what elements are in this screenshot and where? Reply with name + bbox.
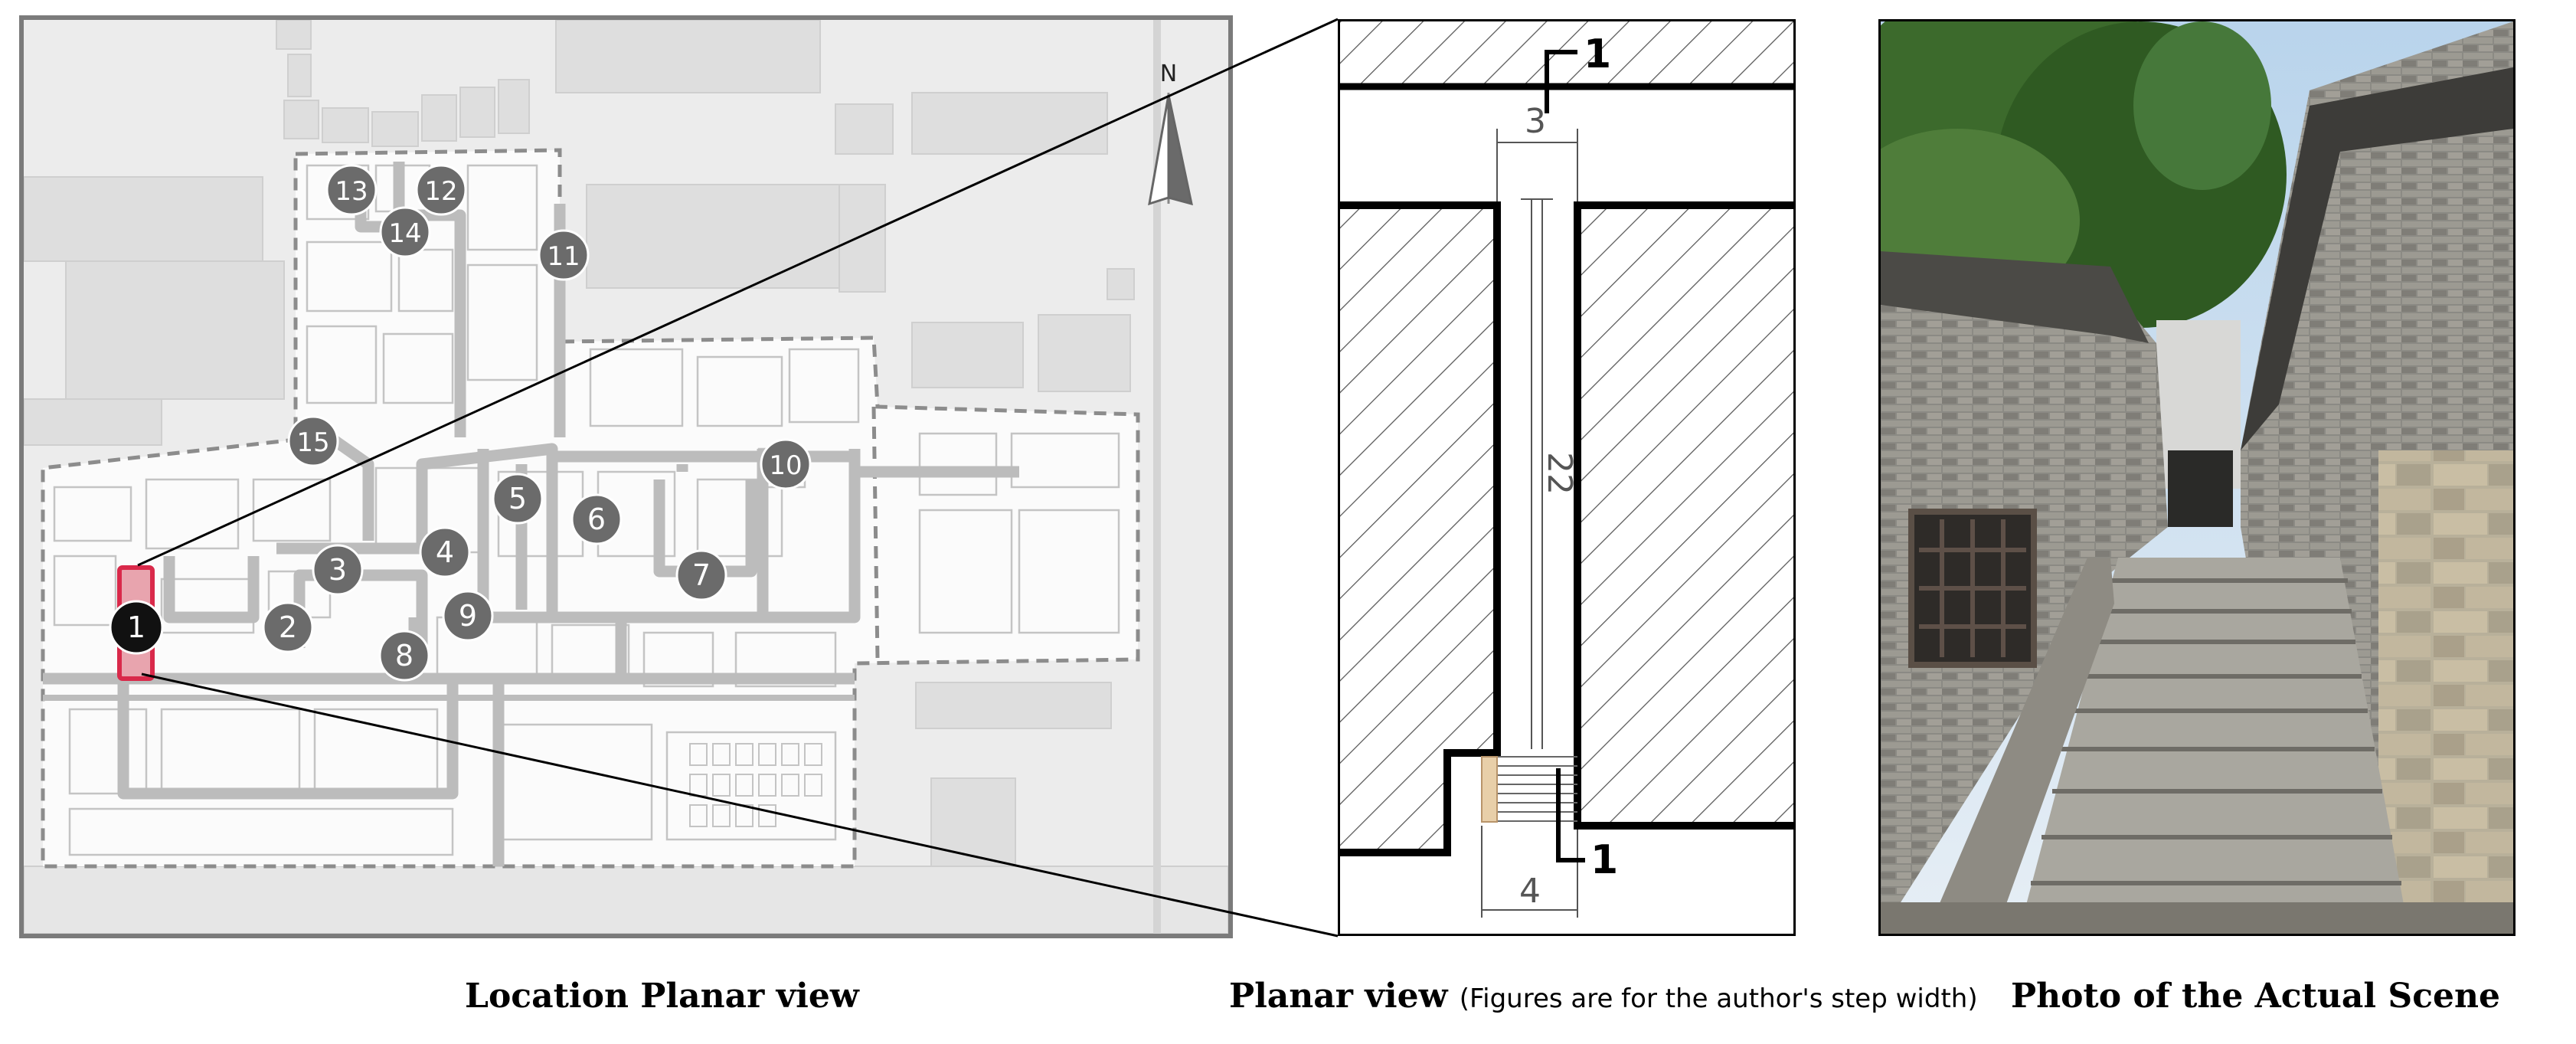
caption-planar-note: (Figures are for the author's step width… [1459,983,1978,1014]
map-marker-10: 10 [760,438,812,490]
dimension-bottom [1481,826,1578,918]
map-marker-label: 6 [587,502,606,536]
right-wall [1574,201,1793,830]
map-marker-label: 3 [329,553,347,587]
map-marker-2: 2 [262,601,314,653]
steps [1497,756,1577,822]
map-marker-label: 7 [692,558,711,592]
map-marker-3: 3 [312,544,364,596]
planar-view-panel: 3 22 4 1 1 [1338,19,1796,936]
map-marker-1: 1 [109,600,164,655]
map-marker-label: 8 [395,639,414,673]
map-marker-15: 15 [287,415,339,467]
north-label: N [1160,61,1177,87]
map-marker-label: 13 [335,176,368,207]
map-marker-9: 9 [442,590,494,642]
map-marker-label: 15 [296,427,329,458]
map-marker-label: 5 [508,482,527,515]
caption-location-planar-view: Location Planar view [465,977,859,1016]
stone-stairs [2019,558,2409,934]
map-marker-8: 8 [378,630,430,682]
dimension-top-label: 3 [1525,102,1546,141]
map-marker-label: 2 [279,610,297,644]
map-marker-13: 13 [325,164,378,216]
caption-photo: Photo of the Actual Scene [2011,977,2500,1016]
map-marker-5: 5 [492,473,544,525]
dimension-top [1496,129,1578,201]
dimension-length-label: 22 [1540,452,1579,495]
right-wall-roof [2241,67,2513,450]
caption-planar-view: Planar view (Figures are for the author'… [1229,977,1978,1016]
map-marker-12: 12 [415,164,467,216]
map-marker-label: 4 [436,535,454,569]
right-stone-base [2378,450,2513,934]
planar-drawing: 3 22 4 1 1 [1340,21,1793,918]
stair-side-wall [1927,558,2114,934]
section-mark-bottom-icon [1556,768,1585,862]
dimension-bottom-label: 4 [1519,872,1541,911]
map-marker-11: 11 [538,229,590,281]
map-marker-6: 6 [570,493,623,545]
map-marker-label: 14 [388,218,421,249]
left-wall-roof [1881,251,2149,343]
map-marker-7: 7 [675,549,727,601]
ground [1881,902,2513,934]
map-marker-label: 10 [769,450,802,481]
section-mark-top-icon [1545,50,1577,113]
map-marker-4: 4 [419,526,471,578]
scene-photo [1878,19,2516,936]
window-lattice [1908,509,2037,668]
map-marker-14: 14 [379,206,431,258]
scene-photo-illustration [1881,21,2513,934]
map-marker-label: 1 [127,610,145,644]
alley-doorway [2168,450,2233,527]
section-label-bottom: 1 [1590,837,1618,883]
section-label-top: 1 [1584,31,1611,77]
map-marker-label: 11 [547,241,580,272]
map-marker-label: 9 [459,599,477,633]
map-marker-label: 12 [424,176,457,207]
caption-planar-main: Planar view [1229,977,1448,1016]
left-wall [1340,201,1501,856]
step-side-fill [1481,756,1498,823]
